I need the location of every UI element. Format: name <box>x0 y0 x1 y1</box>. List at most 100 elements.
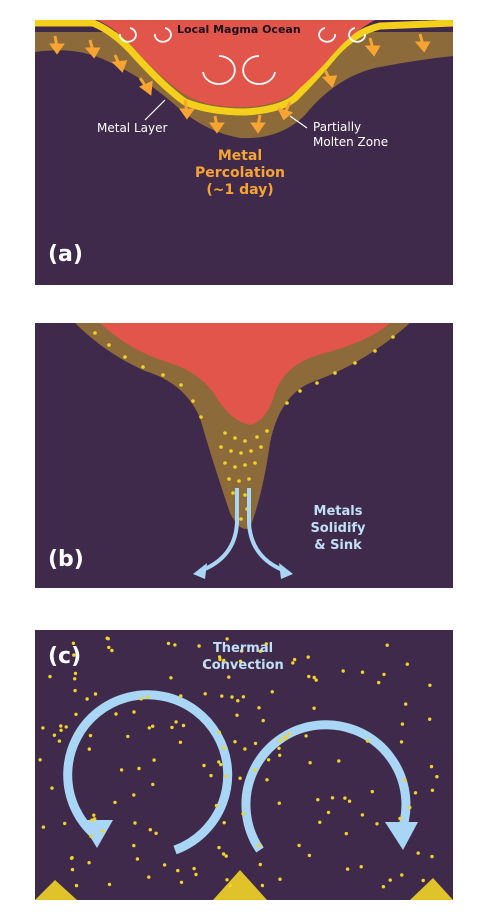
metal-dot <box>151 724 155 728</box>
metal-dot <box>282 735 287 739</box>
metal-dot <box>304 734 308 738</box>
partially-molten-zone <box>75 323 410 529</box>
metal-dot <box>93 817 97 821</box>
metal-dot <box>314 678 318 682</box>
metal-dot <box>59 728 63 732</box>
metal-dot <box>404 702 408 706</box>
metal-dot <box>92 813 96 817</box>
metal-dot <box>71 641 76 645</box>
metal-dot <box>50 786 54 790</box>
metal-dot <box>101 829 105 833</box>
metal-dot <box>110 648 114 653</box>
metal-dot <box>72 653 76 657</box>
metal-dot <box>260 883 265 888</box>
metal-dot <box>277 801 281 805</box>
convection-label-2: Convection <box>202 658 284 673</box>
metal-dot <box>192 866 196 871</box>
metal-dot <box>360 813 365 817</box>
metal-dot <box>235 713 239 717</box>
metal-dot <box>330 796 335 800</box>
orange-arrows <box>49 33 431 134</box>
metal-dot <box>147 875 151 879</box>
metal-dot <box>413 791 418 795</box>
metal-dot <box>152 758 156 762</box>
metal-dot <box>114 712 118 716</box>
metal-dot <box>174 720 178 724</box>
metal-dot <box>222 658 226 663</box>
metal-dot <box>217 730 221 734</box>
bottom-piles <box>35 870 453 900</box>
metal-dot <box>347 799 352 803</box>
panel-b-graphic <box>75 323 410 579</box>
metal-dot <box>257 844 261 848</box>
metal-dot <box>170 725 174 730</box>
metal-dot <box>307 674 311 679</box>
metal-dot <box>385 643 389 647</box>
metal-dot <box>179 880 184 884</box>
percolation-label-1: Metal <box>217 148 263 164</box>
metal-dot <box>428 717 432 721</box>
metal-dot <box>48 674 52 679</box>
magma-ocean-label: Local Magma Ocean <box>177 23 301 36</box>
metal-dot <box>218 657 222 662</box>
metal-dot <box>151 782 155 787</box>
dispersed-metal-dots <box>38 636 439 889</box>
metal-dot <box>113 800 117 805</box>
metal-dot <box>107 645 111 650</box>
metal-dot <box>306 655 310 659</box>
metal-dot <box>264 642 268 646</box>
metal-dot <box>428 683 432 687</box>
metal-dot <box>52 733 57 737</box>
metal-dot <box>217 655 222 659</box>
metal-dot <box>429 764 434 769</box>
metal-dot <box>70 867 75 872</box>
metal-dot <box>243 747 247 751</box>
metal-dot <box>64 725 68 729</box>
metal-dot <box>209 773 213 778</box>
metal-dot <box>90 818 94 822</box>
metal-dot <box>146 695 150 699</box>
metal-dot <box>179 694 183 698</box>
metal-dot <box>169 676 173 680</box>
metal-dot <box>217 845 221 850</box>
sink-label-3: & Sink <box>314 538 362 553</box>
metal-dot <box>93 692 98 696</box>
metal-dot <box>430 854 434 859</box>
panel-a-graphic <box>35 20 453 139</box>
metal-dot <box>133 821 137 825</box>
metal-dot <box>360 670 365 674</box>
metal-dot <box>107 882 112 887</box>
convection-label-1: Thermal <box>212 641 274 656</box>
metal-dot <box>225 637 229 641</box>
metal-dot <box>258 862 262 867</box>
metal-dot <box>119 768 124 772</box>
metal-dot <box>89 834 93 838</box>
magma-region <box>100 323 390 425</box>
metal-dot <box>421 878 425 883</box>
metal-dot <box>154 831 158 835</box>
metal-dot <box>214 803 219 808</box>
metal-dot <box>345 867 350 871</box>
sinking-arrows <box>199 488 286 573</box>
metal-dot <box>233 740 237 744</box>
panel-c-letter: (c) <box>48 644 82 669</box>
metal-dot <box>132 710 136 714</box>
metal-dot <box>230 695 234 699</box>
metal-dot <box>253 741 258 746</box>
metal-dot <box>194 872 198 877</box>
metal-dot <box>74 883 79 888</box>
metal-dot <box>435 775 439 779</box>
metal-dot <box>74 712 78 716</box>
metal-dot <box>292 657 297 662</box>
metal-dot <box>408 805 412 810</box>
metal-dot <box>147 726 151 730</box>
metal-dot <box>139 697 143 701</box>
panel-a: Local Magma Ocean Metal Layer Partially … <box>35 20 453 285</box>
metal-dot <box>403 778 407 782</box>
molten-zone-label-2: Molten Zone <box>313 135 389 149</box>
percolation-label-2: Percolation <box>195 165 285 181</box>
metal-dot <box>41 726 45 730</box>
metal-layer <box>35 20 453 116</box>
metal-dot <box>224 774 228 778</box>
leader-lines <box>144 99 308 129</box>
